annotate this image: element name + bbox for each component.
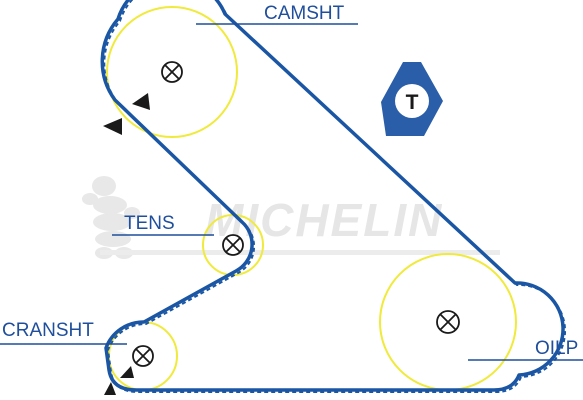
timing-belt: [100, 0, 566, 393]
pulley-centers: [132, 61, 460, 367]
cam-outer-triangle-arrow-icon: [103, 118, 122, 135]
camshaft-pulley: [106, 6, 238, 138]
crank-upper-triangle-arrow-icon: [120, 366, 134, 378]
cam-inner-triangle-arrow-icon: [132, 93, 150, 110]
tensioner-label: TENS: [124, 213, 175, 234]
oil-pump-label: OILP: [535, 338, 578, 359]
badge-circle: [395, 84, 429, 118]
camshaft-label: CAMSHT: [264, 3, 345, 24]
watermark-underline: [100, 250, 500, 255]
direction-markers: [103, 93, 150, 395]
tensioner-badge-icon: T: [381, 62, 443, 136]
camshaft-center-x-circle-icon: [161, 61, 183, 83]
crankshaft-label: CRANSHT: [2, 320, 94, 341]
crankshaft-center-x-circle-icon: [132, 345, 154, 367]
oil-pump-center-x-circle-icon: [436, 310, 460, 334]
label-tensioner: TENS: [112, 213, 214, 236]
crank-lower-triangle-arrow-icon: [104, 382, 116, 395]
label-crankshaft: CRANSHT: [0, 320, 127, 345]
badge-text: T: [406, 91, 419, 114]
tensioner-center-x-circle-icon: [222, 234, 244, 256]
watermark: MICHELIN: [82, 176, 500, 259]
watermark-brand-text: MICHELIN: [205, 194, 443, 246]
label-camshaft: CAMSHT: [196, 3, 358, 25]
label-oil-pump: OILP: [468, 338, 583, 361]
